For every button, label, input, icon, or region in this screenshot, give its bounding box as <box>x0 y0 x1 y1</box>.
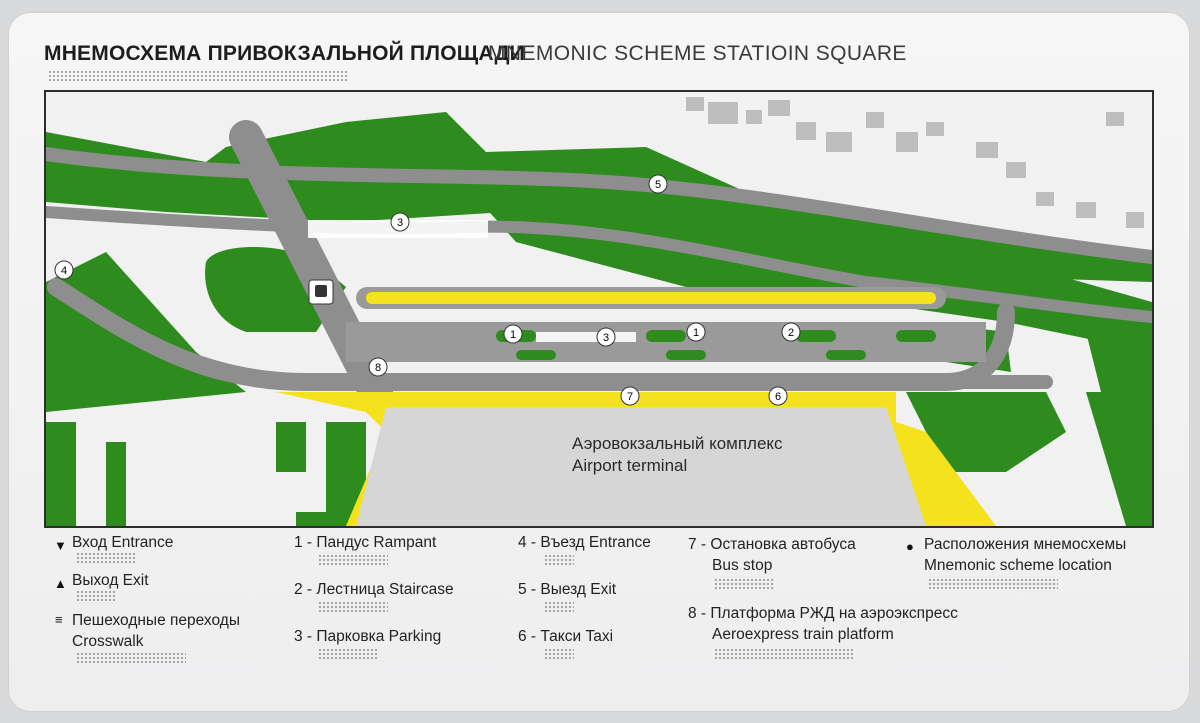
legend-bus-ru: 7 - Остановка автобуса <box>688 536 856 553</box>
braille <box>318 601 388 613</box>
legend-item-1: 1 - Пандус Rampant <box>294 534 437 551</box>
legend-entrance: Вход Entrance <box>72 534 174 551</box>
legend-item-2: 2 - Лестница Staircase <box>294 581 454 598</box>
braille-title <box>48 70 348 82</box>
braille <box>318 648 378 660</box>
braille <box>714 578 774 590</box>
braille <box>544 554 574 566</box>
svg-text:3: 3 <box>397 217 403 229</box>
roads <box>46 120 1152 409</box>
braille <box>76 590 116 602</box>
buildings <box>686 97 1144 228</box>
title-ru: МНЕМОСХЕМА ПРИВОКЗАЛЬНОЙ ПЛОЩАДИ <box>44 42 525 65</box>
legend-item-3: 3 - Парковка Parking <box>294 628 442 645</box>
terminal-label-ru: Аэровокзальный комплекс <box>572 434 783 453</box>
location-icon: ● <box>906 539 914 554</box>
braille <box>928 578 1058 590</box>
legend-crosswalk-ru: Пешеходные переходы <box>72 612 240 629</box>
svg-text:7: 7 <box>627 391 633 403</box>
legend-item-4: 4 - Въезд Entrance <box>518 534 651 551</box>
svg-text:8: 8 <box>375 362 381 374</box>
svg-text:6: 6 <box>775 391 781 403</box>
legend-bus-en: Bus stop <box>712 557 773 574</box>
legend-location-ru: Расположения мнемосхемы <box>924 536 1127 553</box>
crosswalk-icon: ≡ <box>55 612 63 627</box>
braille <box>714 648 854 660</box>
legend-item-6: 6 - Такси Taxi <box>518 628 614 645</box>
braille <box>318 554 388 566</box>
svg-text:2: 2 <box>788 327 794 339</box>
legend-train-ru: 8 - Платформа РЖД на аэроэкспресс <box>688 605 958 622</box>
svg-text:4: 4 <box>61 265 67 277</box>
map-drawing: 3 4 5 1 1 2 3 8 7 6 Аэровокзальный компл… <box>46 92 1152 526</box>
svg-text:1: 1 <box>510 329 516 341</box>
entrance-icon: ▼ <box>54 538 67 553</box>
legend-crosswalk-en: Crosswalk <box>72 633 144 650</box>
svg-text:1: 1 <box>693 327 699 339</box>
terminal-label-en: Airport terminal <box>572 456 687 475</box>
braille <box>544 601 574 613</box>
legend-train-en: Aeroexpress train platform <box>712 626 894 643</box>
braille <box>76 552 136 564</box>
legend-exit: Выход Exit <box>72 572 149 589</box>
map: 3 4 5 1 1 2 3 8 7 6 Аэровокзальный компл… <box>44 90 1154 528</box>
svg-text:3: 3 <box>603 332 609 344</box>
legend-item-5: 5 - Выезд Exit <box>518 581 617 598</box>
markers: 3 4 5 1 1 2 3 8 7 6 <box>54 174 801 406</box>
lane-upper-yellow <box>366 292 936 304</box>
braille <box>544 648 574 660</box>
terminal-building <box>356 407 926 526</box>
svg-text:5: 5 <box>655 179 661 191</box>
braille <box>76 652 186 664</box>
exit-icon: ▲ <box>54 576 67 591</box>
legend-location-en: Mnemonic scheme location <box>924 557 1112 574</box>
title-en: MNEMONIC SCHEME STATIOIN SQUARE <box>488 42 907 65</box>
